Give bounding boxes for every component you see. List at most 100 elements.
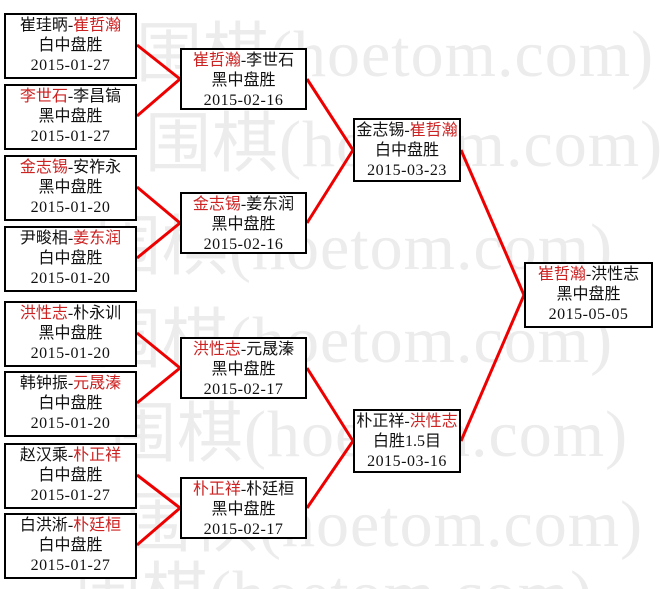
player-name: 金志锡 bbox=[19, 159, 68, 176]
player-name: 李世石 bbox=[246, 52, 295, 69]
match-box-r1-4: 尹畯相-姜东润 白中盘胜 2015-01-20 bbox=[4, 226, 137, 292]
match-players: 赵汉乘-朴正祥 bbox=[6, 446, 135, 466]
match-box-r2-4: 朴正祥-朴廷桓 黑中盘胜 2015-02-17 bbox=[180, 477, 307, 539]
name-separator: - bbox=[67, 375, 74, 392]
match-box-final: 崔哲瀚-洪性志 黑中盘胜 2015-05-05 bbox=[524, 262, 653, 328]
name-separator: - bbox=[240, 196, 247, 213]
match-result: 黑中盘胜 bbox=[211, 216, 276, 233]
match-date: 2015-03-16 bbox=[367, 453, 447, 470]
match-date: 2015-02-16 bbox=[203, 92, 284, 109]
player-name: 朴廷桓 bbox=[73, 517, 122, 534]
match-players: 白洪淅-朴廷桓 bbox=[6, 516, 135, 536]
match-result: 白中盘胜 bbox=[374, 142, 439, 159]
player-name: 崔哲瀚 bbox=[537, 266, 586, 283]
player-name: 洪性志 bbox=[192, 341, 241, 358]
match-box-r1-6: 韩钟振-元晟溱 白中盘胜 2015-01-20 bbox=[4, 371, 137, 437]
connector-line bbox=[305, 78, 355, 151]
player-name: 姜东润 bbox=[73, 230, 122, 247]
name-separator: - bbox=[404, 413, 410, 430]
player-name: 朴正祥 bbox=[192, 481, 241, 498]
match-date: 2015-01-27 bbox=[30, 487, 111, 504]
match-result: 黑中盘胜 bbox=[211, 72, 276, 89]
match-box-r1-7: 赵汉乘-朴正祥 白中盘胜 2015-01-27 bbox=[4, 443, 137, 509]
connector-line bbox=[136, 185, 181, 225]
match-result: 白中盘胜 bbox=[38, 250, 103, 267]
match-players: 金志锡-姜东润 bbox=[182, 195, 305, 215]
name-separator: - bbox=[67, 159, 74, 176]
player-name: 朴永训 bbox=[73, 305, 122, 322]
match-result: 白中盘胜 bbox=[38, 395, 103, 412]
connector-line bbox=[136, 506, 181, 547]
player-name: 姜东润 bbox=[246, 196, 295, 213]
player-name: 朴正祥 bbox=[73, 447, 122, 464]
player-name: 赵汉乘 bbox=[19, 447, 68, 464]
player-name: 安祚永 bbox=[73, 159, 122, 176]
match-players: 洪性志-元晟溱 bbox=[182, 340, 305, 360]
match-box-sf-1: 金志锡-崔哲瀚 白中盘胜 2015-03-23 bbox=[353, 118, 461, 182]
match-date: 2015-03-23 bbox=[367, 162, 447, 179]
match-date: 2015-01-20 bbox=[30, 199, 111, 216]
player-name: 李昌镐 bbox=[73, 88, 122, 105]
connector-line bbox=[136, 43, 181, 81]
match-result: 黑中盘胜 bbox=[211, 501, 276, 518]
player-name: 金志锡 bbox=[192, 196, 241, 213]
match-result: 黑中盘胜 bbox=[38, 179, 103, 196]
player-name: 尹畯相 bbox=[19, 230, 68, 247]
player-name: 金志锡 bbox=[356, 122, 405, 139]
match-date: 2015-01-20 bbox=[30, 415, 111, 432]
match-players: 洪性志-朴永训 bbox=[6, 304, 135, 324]
player-name: 白洪淅 bbox=[19, 517, 68, 534]
match-result: 白中盘胜 bbox=[38, 467, 103, 484]
connector-line bbox=[305, 440, 355, 509]
match-result: 白中盘胜 bbox=[38, 37, 103, 54]
name-separator: - bbox=[67, 517, 74, 534]
match-date: 2015-01-27 bbox=[30, 57, 111, 74]
match-players: 金志锡-安祚永 bbox=[6, 158, 135, 178]
player-name: 崔哲瀚 bbox=[192, 52, 241, 69]
match-players: 朴正祥-洪性志 bbox=[355, 412, 459, 432]
match-result: 白胜1.5目 bbox=[372, 433, 441, 450]
match-box-r1-2: 李世石-李昌镐 黑中盘胜 2015-01-27 bbox=[4, 84, 137, 150]
match-result: 黑中盘胜 bbox=[211, 361, 276, 378]
player-name: 洪性志 bbox=[409, 413, 458, 430]
player-name: 洪性志 bbox=[19, 305, 68, 322]
match-players: 李世石-李昌镐 bbox=[6, 87, 135, 107]
match-players: 崔哲瀚-洪性志 bbox=[526, 265, 651, 285]
name-separator: - bbox=[67, 17, 74, 34]
match-date: 2015-02-17 bbox=[203, 521, 284, 538]
match-players: 崔哲瀚-李世石 bbox=[182, 51, 305, 71]
match-date: 2015-05-05 bbox=[548, 306, 629, 323]
name-separator: - bbox=[67, 88, 74, 105]
match-box-r1-3: 金志锡-安祚永 黑中盘胜 2015-01-20 bbox=[4, 155, 137, 221]
player-name: 元晟溱 bbox=[246, 341, 295, 358]
connector-line bbox=[459, 294, 526, 442]
name-separator: - bbox=[404, 122, 410, 139]
match-date: 2015-01-27 bbox=[30, 557, 111, 574]
match-date: 2015-02-17 bbox=[203, 381, 284, 398]
match-result: 黑中盘胜 bbox=[556, 286, 621, 303]
match-date: 2015-01-27 bbox=[30, 128, 111, 145]
player-name: 崔哲瀚 bbox=[73, 17, 122, 34]
name-separator: - bbox=[240, 341, 247, 358]
match-box-r2-1: 崔哲瀚-李世石 黑中盘胜 2015-02-16 bbox=[180, 48, 307, 110]
match-date: 2015-01-20 bbox=[30, 270, 111, 287]
match-players: 朴正祥-朴廷桓 bbox=[182, 480, 305, 500]
match-date: 2015-02-16 bbox=[203, 236, 284, 253]
name-separator: - bbox=[585, 266, 592, 283]
watermark-text: 围棋(hoetom.com) bbox=[75, 562, 593, 589]
name-separator: - bbox=[67, 447, 74, 464]
name-separator: - bbox=[240, 52, 247, 69]
player-name: 朴正祥 bbox=[356, 413, 405, 430]
connector-line bbox=[136, 473, 181, 510]
match-players: 尹畯相-姜东润 bbox=[6, 229, 135, 249]
match-box-r2-2: 金志锡-姜东润 黑中盘胜 2015-02-16 bbox=[180, 192, 307, 254]
match-date: 2015-01-20 bbox=[30, 345, 111, 362]
match-result: 白中盘胜 bbox=[38, 537, 103, 554]
player-name: 崔珪昞 bbox=[19, 17, 68, 34]
match-result: 黑中盘胜 bbox=[38, 108, 103, 125]
name-separator: - bbox=[240, 481, 247, 498]
connector-line bbox=[305, 367, 355, 442]
player-name: 朴廷桓 bbox=[246, 481, 295, 498]
